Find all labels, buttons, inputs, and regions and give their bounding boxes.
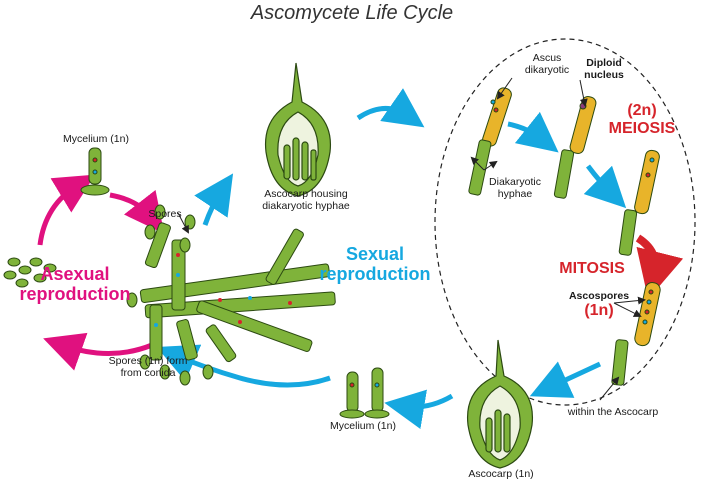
ascus-2: [553, 96, 597, 199]
ascus-3: [618, 149, 660, 256]
ascospores-label: Ascospores (1n): [562, 290, 636, 320]
diploid-nucleus-label: Diploid nucleus: [576, 57, 632, 81]
cyan-arrow-6: [384, 389, 454, 430]
ascospores-line1: Ascospores: [568, 290, 630, 302]
sexual-reproduction-heading: Sexual reproduction: [300, 244, 450, 284]
asexual-heading-line1: Asexual: [40, 264, 110, 284]
within-ascocarp-label: within the Ascocarp: [567, 406, 659, 418]
diakaryotic-line1: Diakaryotic: [489, 176, 541, 188]
diakaryotic-line2: hyphae: [497, 188, 533, 200]
diakaryotic-hyphae-label: Diakaryotic hyphae: [480, 176, 550, 200]
hyphae-network: [139, 222, 336, 363]
asexual-reproduction-heading: Asexual reproduction: [8, 264, 142, 304]
ascus-4: [611, 282, 661, 386]
diagram-title: Ascomycete Life Cycle: [250, 2, 454, 24]
ascocarp-top: [264, 62, 332, 197]
ascocarp-1n-label: Ascocarp (1n): [468, 468, 534, 480]
diploid-line2: nucleus: [584, 69, 624, 81]
ascocarp-housing-line1: Ascocarp housing: [264, 188, 348, 200]
diploid-line1: Diploid: [586, 57, 622, 69]
cyan-arrow-1: [194, 173, 234, 226]
ascocarp-housing-label: Ascocarp housing diakaryotic hyphae: [246, 188, 366, 212]
asexual-cycle-arrows: [37, 174, 165, 371]
spore-cluster: [3, 257, 57, 288]
mycelium-bottom: [339, 367, 390, 419]
magenta-arrow-up: [37, 174, 96, 246]
ascus-line2: dikaryotic: [524, 64, 570, 76]
meiosis-label: (2n) MEIOSIS: [600, 102, 684, 138]
ascocarp-housing-line2: diakaryotic hyphae: [262, 200, 350, 212]
magenta-arrow-right: [109, 189, 165, 234]
leader-lines: [177, 77, 646, 401]
ascocarp-bottom: [466, 339, 534, 469]
ascus-line1: Ascus: [532, 52, 562, 64]
cyan-arrow-7: [156, 344, 331, 388]
spores-form-label: Spores (1n) form from conida: [98, 355, 198, 379]
meiosis-line2: MEIOSIS: [608, 120, 676, 137]
hyphae-nuclei: [154, 253, 292, 327]
cyan-arrow-3: [507, 111, 559, 153]
asexual-heading-line2: reproduction: [19, 284, 131, 304]
cyan-arrow-5: [529, 361, 602, 398]
spores-form-line2: from conida: [120, 367, 176, 379]
cyan-arrow-2: [356, 88, 425, 128]
sexual-heading-line2: reproduction: [319, 264, 431, 284]
magenta-arrow-bottom: [43, 332, 153, 371]
mycelium-upright-left: [80, 147, 110, 196]
cyan-arrow-4: [583, 164, 627, 209]
mycelium-label-left: Mycelium (1n): [63, 133, 129, 145]
sexual-heading-line1: Sexual: [345, 244, 405, 264]
ascus-dikaryotic-label: Ascus dikaryotic: [512, 52, 582, 76]
mitosis-label: MITOSIS: [559, 260, 625, 277]
mycelium-label-bottom: Mycelium (1n): [330, 420, 396, 432]
ascus-1: [468, 87, 512, 196]
spores-label: Spores: [148, 208, 182, 220]
spores-form-line1: Spores (1n) form: [108, 355, 188, 367]
ascospores-line2: (1n): [584, 302, 614, 319]
red-mitosis-arrow: [635, 234, 684, 300]
meiosis-line1: (2n): [627, 102, 657, 119]
sexual-cycle-arrows: [156, 88, 627, 430]
ascocarp-boundary-ellipse: [434, 38, 696, 406]
